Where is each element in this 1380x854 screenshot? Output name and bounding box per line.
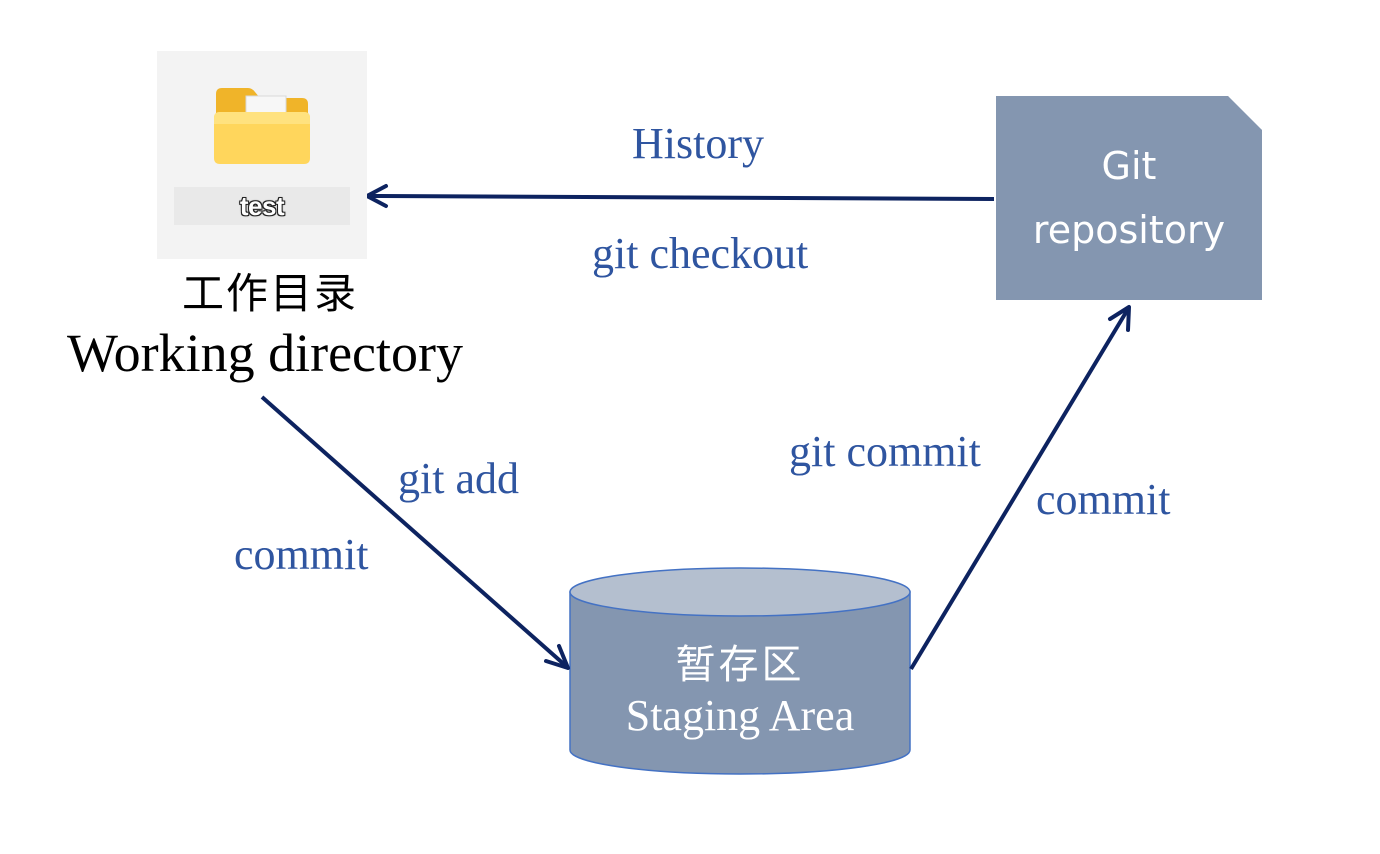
arrow-git-commit — [909, 305, 1131, 671]
folder-name: test — [239, 190, 285, 221]
staging-area-label-cn: 暂存区 — [675, 642, 805, 688]
cylinder-top — [569, 567, 911, 617]
folder-icon — [214, 88, 310, 164]
arrow-checkout — [365, 184, 995, 208]
cylinder-body — [569, 591, 911, 775]
folder-name-bar: test — [174, 187, 350, 225]
git-repository-box: Git repository — [996, 96, 1262, 300]
repository-label-line1: Git — [1101, 144, 1157, 188]
staging-area-label-en: Staging Area — [625, 691, 855, 740]
commit-label: commit — [1036, 475, 1171, 524]
add-commit-label: commit — [234, 530, 369, 579]
working-directory-label-cn: 工作目录 — [181, 269, 358, 318]
arrow-git-add — [260, 395, 570, 670]
history-label: History — [632, 119, 764, 168]
working-directory-label-en: Working directory — [66, 323, 464, 383]
git-commit-label: git commit — [789, 427, 981, 476]
git-add-label: git add — [398, 454, 519, 503]
working-directory-folder[interactable]: test — [157, 51, 367, 259]
git-checkout-label: git checkout — [592, 229, 809, 278]
staging-area-cylinder — [569, 567, 911, 775]
repository-label-line2: repository — [1032, 208, 1226, 252]
